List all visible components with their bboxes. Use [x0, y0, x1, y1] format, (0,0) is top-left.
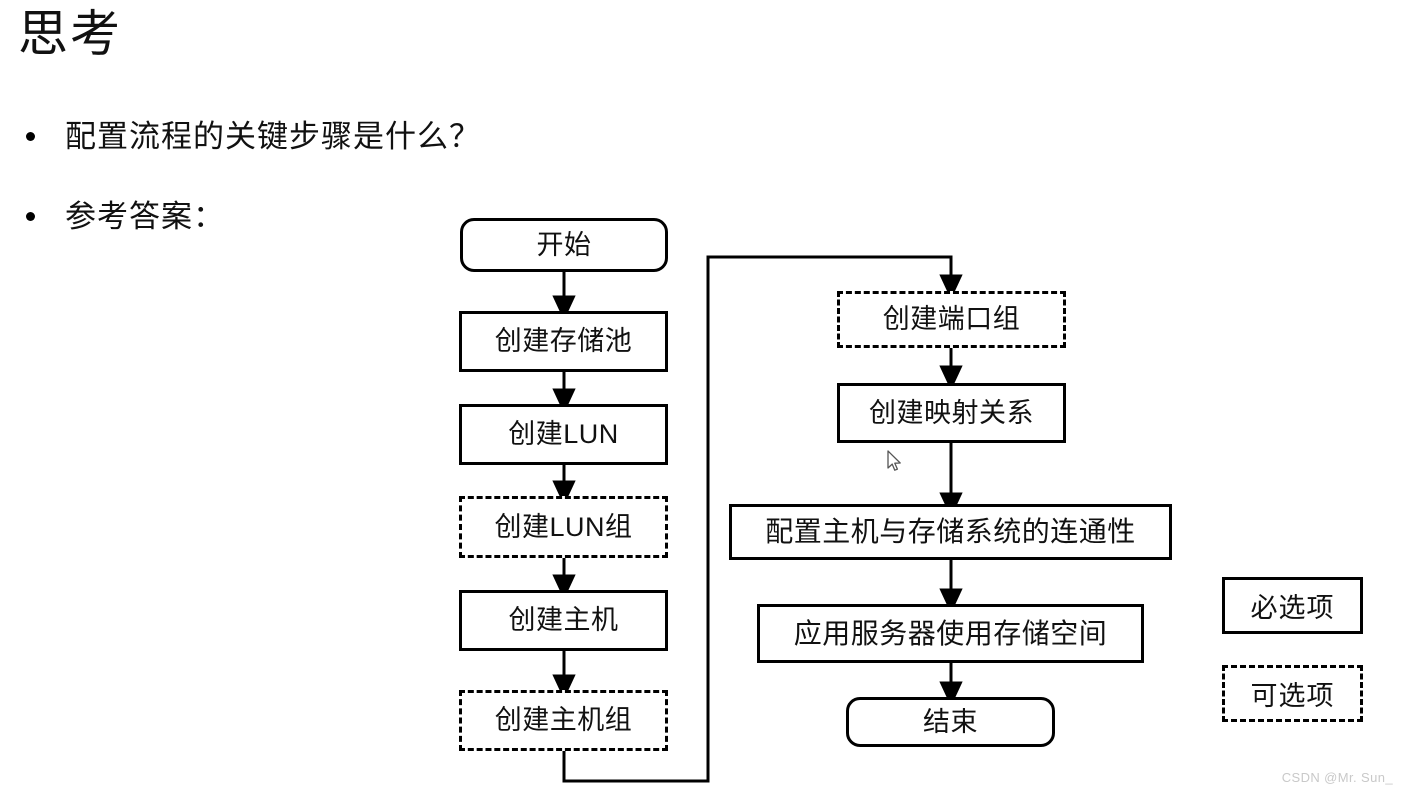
flow-node-create-host[interactable]: 创建主机 — [459, 590, 668, 651]
flow-node-start[interactable]: 开始 — [460, 218, 668, 272]
bullet-item-question: 配置流程的关键步骤是什么？ — [26, 118, 481, 155]
flow-node-label: 创建映射关系 — [869, 397, 1034, 428]
flow-node-label: 创建LUN组 — [494, 511, 633, 542]
flow-node-label: 应用服务器使用存储空间 — [793, 617, 1108, 649]
bullet-dot-icon — [26, 212, 35, 222]
legend-optional-label: 可选项 — [1250, 681, 1335, 711]
mouse-cursor-icon — [887, 450, 901, 471]
legend-required: 必选项 — [1222, 577, 1363, 634]
page-title: 思考 — [18, 6, 122, 62]
flow-node-create-storage-pool[interactable]: 创建存储池 — [459, 311, 668, 372]
flow-node-create-port-group[interactable]: 创建端口组 — [837, 291, 1066, 348]
bullet-dot-icon — [26, 132, 35, 142]
legend-optional: 可选项 — [1222, 665, 1363, 722]
flow-node-create-lun[interactable]: 创建LUN — [459, 404, 668, 465]
bullet-item-answer: 参考答案： — [26, 198, 225, 235]
flow-node-end[interactable]: 结束 — [846, 697, 1055, 747]
flow-node-configure-connectivity[interactable]: 配置主机与存储系统的连通性 — [729, 504, 1172, 560]
flow-node-create-mapping[interactable]: 创建映射关系 — [837, 383, 1066, 443]
bullet-text-answer: 参考答案： — [65, 199, 225, 234]
flow-node-label: 配置主机与存储系统的连通性 — [765, 516, 1136, 547]
flow-node-app-server-uses-storage[interactable]: 应用服务器使用存储空间 — [757, 604, 1144, 663]
flow-node-label: 创建LUN — [508, 419, 619, 449]
flow-node-label: 创建存储池 — [494, 326, 633, 356]
flow-node-create-lun-group[interactable]: 创建LUN组 — [459, 496, 668, 558]
flow-node-label: 创建主机 — [508, 605, 619, 635]
legend-required-label: 必选项 — [1250, 593, 1335, 623]
flow-node-label: 创建端口组 — [882, 304, 1021, 334]
flow-node-label: 创建主机组 — [494, 705, 633, 735]
flow-node-label: 结束 — [923, 706, 978, 737]
bullet-text-question: 配置流程的关键步骤是什么？ — [65, 119, 481, 154]
flow-node-label: 开始 — [536, 229, 592, 260]
flow-node-create-host-group[interactable]: 创建主机组 — [459, 690, 668, 751]
watermark-text: CSDN @Mr. Sun_ — [1281, 770, 1393, 785]
